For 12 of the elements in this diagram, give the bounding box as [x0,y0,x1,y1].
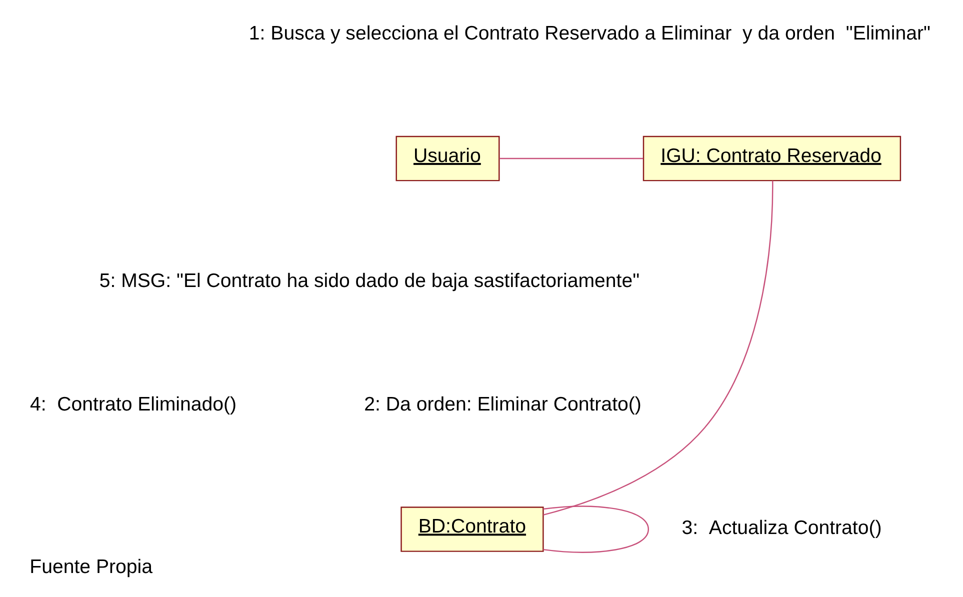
node-box: Usuario [395,136,500,182]
label: 3: Actualiza Contrato() [681,516,882,539]
node-box: BD:Contrato [400,506,544,552]
label: 2: Da orden: Eliminar Contrato() [364,393,641,416]
caption: Fuente Propia [29,556,152,578]
label: 1: Busca y selecciona el Contrato Reservado a Eliminar y da orden "Eliminar" [248,22,930,45]
label: 4: Contrato Eliminado() [29,393,236,416]
node-box: IGU: Contrato Reservado [642,136,901,182]
connector [542,506,649,553]
label: 5: MSG: "El Contrato ha sido dado de baja sastifactoriamente" [98,270,640,292]
connector [498,158,643,160]
connector [542,180,773,516]
